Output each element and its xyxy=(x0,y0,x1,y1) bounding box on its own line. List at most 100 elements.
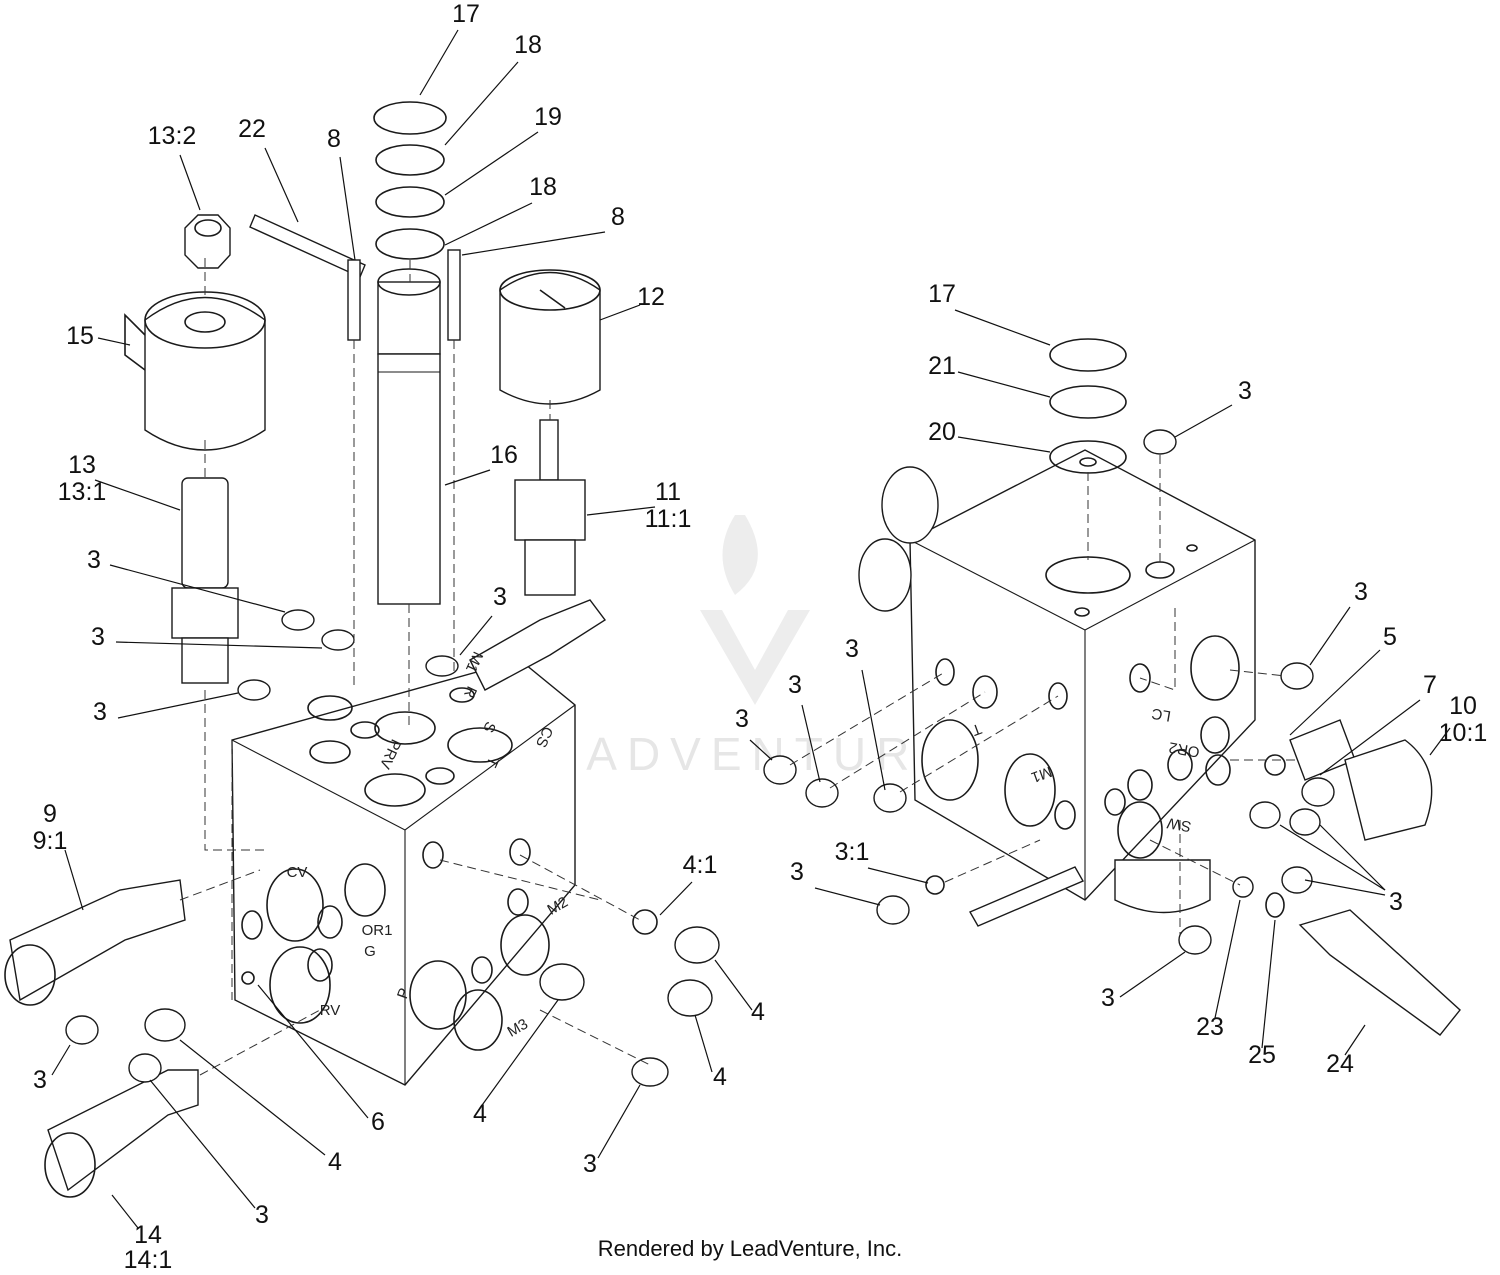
leader-line xyxy=(179,154,201,211)
callout-number: 3 xyxy=(1101,984,1115,1012)
leader-line xyxy=(1319,699,1421,776)
leader-line xyxy=(1429,727,1451,756)
leader-line xyxy=(801,704,821,783)
left-valve-assembly xyxy=(4,101,720,1198)
leader-line xyxy=(444,131,539,196)
leader-line xyxy=(1119,951,1186,998)
leader-line xyxy=(714,959,753,1011)
leader-line xyxy=(867,867,929,884)
leader-line xyxy=(339,156,356,261)
leader-line xyxy=(149,1079,256,1209)
leader-line xyxy=(1344,1024,1366,1056)
callout-number: 4 xyxy=(713,1063,727,1091)
right-valve-assembly xyxy=(763,338,1461,1036)
leader-line xyxy=(1214,899,1241,1019)
leader-line xyxy=(597,1084,641,1159)
cartridge-valve-9 xyxy=(9,879,186,1002)
leader-line xyxy=(444,202,533,246)
leader-line xyxy=(957,371,1051,398)
solenoid-coil xyxy=(124,291,266,451)
leader-line xyxy=(461,231,606,256)
callout-number: 18 xyxy=(514,31,542,59)
port-label: G xyxy=(364,943,376,960)
callout-number: 3:1 xyxy=(835,838,870,866)
leader-line xyxy=(179,1039,326,1156)
leader-line xyxy=(1261,919,1276,1049)
selector-knob xyxy=(499,269,601,405)
pressure-cap xyxy=(1344,739,1433,841)
pin-left xyxy=(347,259,361,341)
callout-number: 19 xyxy=(534,103,562,131)
callout-number: 14:1 xyxy=(124,1246,173,1274)
plug xyxy=(321,629,355,651)
callout-number: 13:2 xyxy=(148,122,197,150)
callout-number: 3 xyxy=(583,1150,597,1178)
callout-number: 12 xyxy=(637,283,665,311)
callout-number: 16 xyxy=(490,441,518,469)
pressure-sensor xyxy=(1298,909,1461,1036)
leader-line xyxy=(479,999,559,1109)
right-manifold-block xyxy=(909,449,1256,901)
callout-number: 23 xyxy=(1196,1013,1224,1041)
callout-number: 17 xyxy=(452,0,480,28)
leader-line xyxy=(1174,404,1233,438)
port-label: OR2 xyxy=(1168,738,1201,760)
callout-number: 9:1 xyxy=(33,827,68,855)
port-label: OR1 xyxy=(362,922,393,939)
leader-line xyxy=(1319,824,1386,891)
leader-line xyxy=(109,564,286,613)
callout-number: 3 xyxy=(1354,578,1368,606)
callout-number: 5 xyxy=(1383,623,1397,651)
footer-credit: Rendered by LeadVenture, Inc. xyxy=(597,1236,903,1261)
callout-number: 13:1 xyxy=(58,478,107,506)
leader-line xyxy=(659,881,693,916)
callout-number: 4 xyxy=(328,1148,342,1176)
callout-number: 6 xyxy=(371,1108,385,1136)
callout-number: 11:1 xyxy=(645,505,692,533)
leader-line xyxy=(1309,606,1351,666)
callout-number: 4:1 xyxy=(683,851,718,879)
callout-number: 3 xyxy=(91,623,105,651)
leader-line xyxy=(64,849,84,911)
port-label: M1 xyxy=(1029,763,1054,786)
relief-valve xyxy=(514,479,586,541)
leader-line xyxy=(694,1014,713,1073)
callout-number: 10:1 xyxy=(1439,719,1488,747)
callout-number: 24 xyxy=(1326,1050,1354,1078)
callout-number: 3 xyxy=(1389,888,1403,916)
leader-line xyxy=(419,29,459,96)
leader-line xyxy=(111,1194,139,1229)
callout-number: 3 xyxy=(788,671,802,699)
watermark-text: LEADVENTURE xyxy=(510,728,960,780)
callout-number: 4 xyxy=(473,1100,487,1128)
leader-line xyxy=(1304,879,1386,896)
leader-line xyxy=(115,641,323,649)
callout-number: 25 xyxy=(1248,1041,1276,1069)
callout-number: 3 xyxy=(845,635,859,663)
callout-number: 20 xyxy=(928,418,956,446)
callout-number: 8 xyxy=(611,203,625,231)
callout-number: 15 xyxy=(66,322,94,350)
watermark: LEADVENTURE xyxy=(510,515,960,780)
coil-nut xyxy=(184,214,231,269)
leader-line xyxy=(957,436,1051,453)
callout-number: 13 xyxy=(68,451,96,479)
leader-line xyxy=(1279,824,1386,891)
leader-line xyxy=(94,479,181,511)
callout-number: 17 xyxy=(928,280,956,308)
port-label: RV xyxy=(320,1002,341,1019)
plug xyxy=(237,679,271,701)
plug xyxy=(425,655,459,677)
plug xyxy=(281,609,315,631)
callout-number: 14 xyxy=(134,1221,162,1249)
callout-number: 7 xyxy=(1423,671,1437,699)
snap-ring-left xyxy=(373,101,447,135)
leader-line xyxy=(1289,649,1381,736)
callout-number: 18 xyxy=(529,173,557,201)
leader-line xyxy=(264,147,299,223)
cartridge-valve-14 xyxy=(47,1069,199,1192)
relief-valve-stem xyxy=(539,419,559,481)
valve-spool xyxy=(377,281,441,355)
